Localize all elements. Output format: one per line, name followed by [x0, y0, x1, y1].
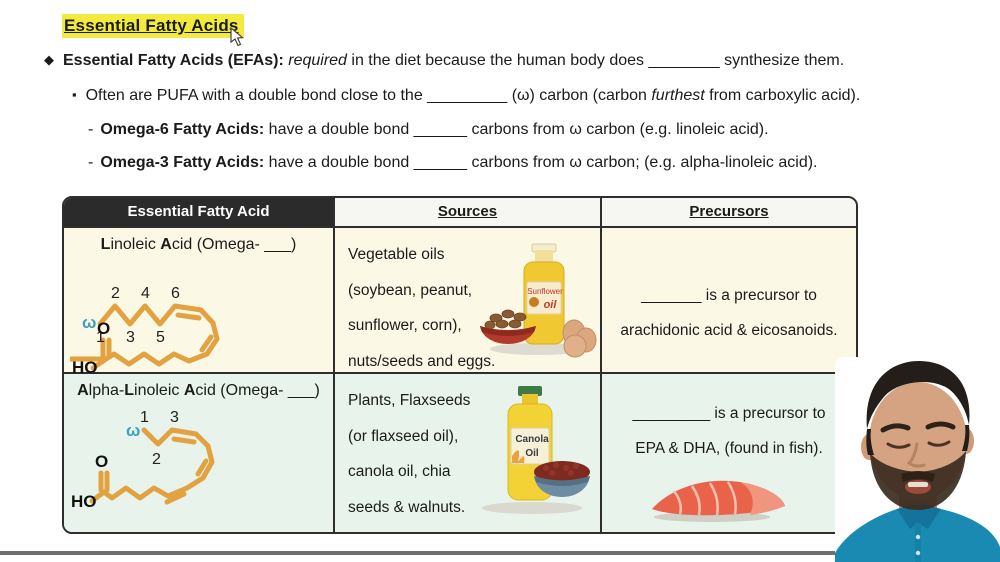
linoleic-acid-cell: Linoleic Acid (Omega- ___) ω 1 2 3 4 5: [64, 228, 335, 374]
pufa-text-post: from carboxylic acid).: [704, 87, 861, 104]
alpha-linoleic-sources-cell: Plants, Flaxseeds (or flaxseed oil), can…: [335, 374, 602, 532]
svg-text:oil: oil: [544, 299, 558, 311]
svg-text:Canola: Canola: [515, 434, 549, 445]
diamond-bullet-icon: ◆: [44, 52, 54, 67]
omega6-rest: have a double bond ______ carbons from ω…: [264, 121, 769, 138]
dash-bullet: -: [88, 121, 94, 138]
bottom-divider-bar: [0, 551, 1000, 555]
svg-text:1: 1: [140, 409, 149, 426]
alpha-linoleic-sources-text: Plants, Flaxseeds (or flaxseed oil), can…: [348, 392, 471, 516]
svg-text:2: 2: [111, 285, 120, 302]
svg-text:4: 4: [141, 285, 150, 302]
svg-text:ω: ω: [126, 421, 140, 440]
table-header-precursors: Precursors: [602, 198, 856, 228]
efa-definition-line: ◆Essential Fatty Acids (EFAs): required …: [44, 52, 844, 70]
linoleic-sources-cell: Vegetable oils (soybean, peanut, sunflow…: [335, 228, 602, 374]
alpha-linoleic-acid-structure: ω 1 2 3 O HO: [71, 409, 215, 511]
svg-text:Oil: Oil: [525, 448, 539, 459]
omega6-line: -Omega-6 Fatty Acids: have a double bond…: [88, 121, 769, 139]
svg-text:Sunflower: Sunflower: [527, 287, 563, 296]
alpha-linoleic-acid-name: Alpha-Linoleic Acid (Omega- ___): [77, 382, 320, 399]
svg-text:O: O: [95, 452, 108, 471]
svg-text:6: 6: [171, 285, 180, 302]
omega3-term: Omega-3 Fatty Acids:: [100, 154, 265, 171]
canola-oil-illustration: Canola Oil: [482, 386, 590, 514]
svg-text:O: O: [97, 319, 110, 338]
instructor-portrait: [835, 361, 1000, 562]
svg-text:1: 1: [96, 329, 105, 346]
svg-text:2: 2: [152, 451, 161, 468]
table-header-sources: Sources: [335, 198, 602, 228]
table-header-essential-fatty-acid: Essential Fatty Acid: [64, 198, 335, 228]
instructor-webcam: [835, 357, 1000, 562]
alpha-linoleic-precursor-cell: _________ is a precursor to EPA & DHA, (…: [602, 374, 856, 532]
dash-bullet: -: [88, 154, 94, 171]
efa-definition-rest: in the diet because the human body does …: [346, 52, 845, 69]
svg-text:ω: ω: [82, 313, 96, 332]
linoleic-acid-name: Linoleic Acid (Omega- ___): [100, 236, 297, 253]
omega3-line: -Omega-3 Fatty Acids: have a double bond…: [88, 154, 818, 172]
pufa-furthest-word: furthest: [651, 87, 705, 104]
efa-required-word: required: [283, 52, 347, 69]
svg-text:HO: HO: [72, 358, 98, 374]
svg-text:HO: HO: [71, 492, 97, 511]
linoleic-sources-text: Vegetable oils (soybean, peanut, sunflow…: [348, 246, 496, 370]
linoleic-precursor-cell: _______ is a precursor to arachidonic ac…: [602, 228, 856, 374]
efa-table: Essential Fatty Acid Sources Precursors …: [62, 196, 858, 534]
linoleic-precursor-text: _______ is a precursor to arachidonic ac…: [620, 287, 838, 339]
svg-text:3: 3: [170, 409, 179, 426]
pufa-text-pre: Often are PUFA with a double bond close …: [85, 87, 652, 104]
sunflower-oil-illustration: Sunflower oil: [480, 243, 597, 358]
svg-text:3: 3: [126, 329, 135, 346]
omega6-term: Omega-6 Fatty Acids:: [100, 121, 265, 138]
page-title: Essential Fatty Acids: [62, 14, 244, 38]
omega3-rest: have a double bond ______ carbons from ω…: [264, 154, 818, 171]
linoleic-acid-structure: ω 1 2 3 4 5 6 O HO: [70, 285, 220, 374]
salmon-illustration: [652, 480, 785, 522]
square-bullet-icon: ▪: [72, 87, 77, 102]
alpha-linoleic-precursor-text: _________ is a precursor to EPA & DHA, (…: [632, 405, 826, 457]
svg-text:5: 5: [156, 329, 165, 346]
pufa-line: ▪ Often are PUFA with a double bond close…: [72, 87, 860, 105]
alpha-linoleic-acid-cell: Alpha-Linoleic Acid (Omega- ___) ω 1 2 3…: [64, 374, 335, 532]
efa-term: Essential Fatty Acids (EFAs):: [63, 52, 284, 69]
mouse-cursor-icon: [230, 27, 245, 47]
